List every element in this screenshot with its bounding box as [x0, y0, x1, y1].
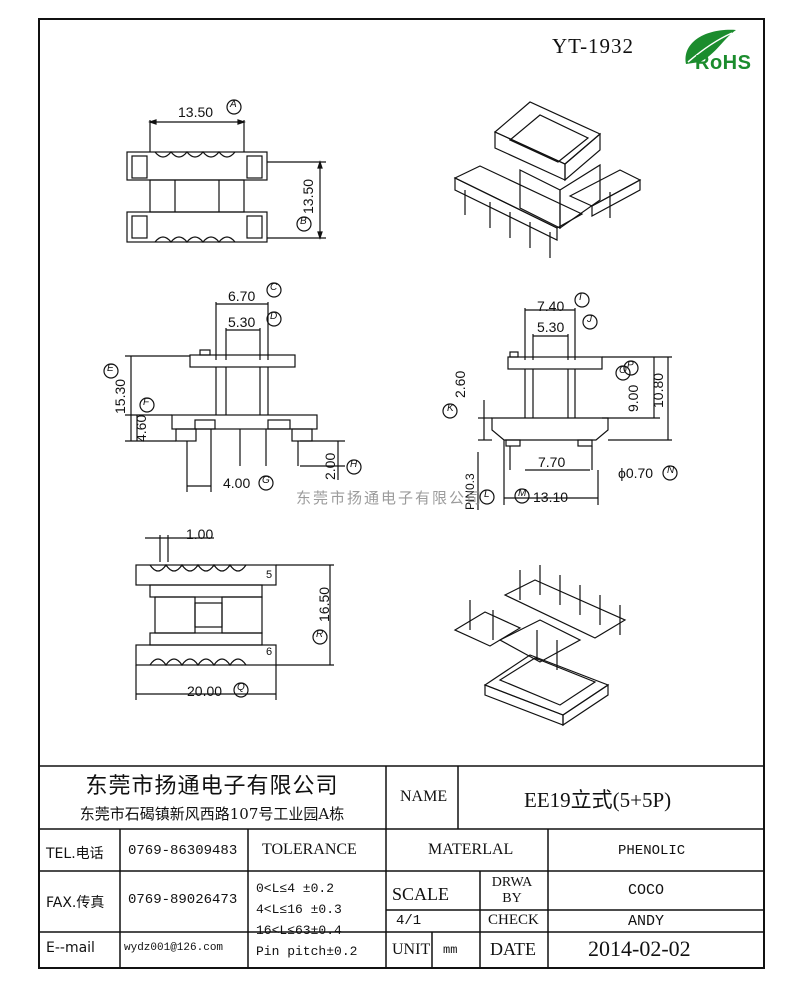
- check-label: CHECK: [488, 912, 539, 928]
- dim-r: 16.50: [316, 586, 332, 622]
- dim-7-70: 7.70: [538, 454, 566, 470]
- tag-k: K: [447, 403, 454, 414]
- tolerance-row-2: 4<L≤16 ±0.3: [256, 902, 342, 917]
- unit-label: UNIT: [392, 941, 431, 958]
- fax-label: FAX.传真: [46, 895, 105, 911]
- company-address: 东莞市石碣镇新风西路107号工业园A栋: [79, 805, 345, 823]
- tag-e: E: [107, 363, 114, 374]
- tag-m: M: [518, 488, 527, 499]
- dim-a: 13.50: [178, 104, 214, 120]
- rohs-leaf-icon: [685, 29, 736, 64]
- dim-d: 5.30: [228, 314, 256, 330]
- tag-r: R: [316, 629, 324, 640]
- company-name: 东莞市扬通电子有限公司: [85, 774, 339, 799]
- drawing-frame: [38, 18, 765, 969]
- dim-q: 20.00: [187, 683, 223, 699]
- title-block-grid: [38, 765, 765, 969]
- tolerance-row-3: 16<L≤63±0.4: [256, 923, 342, 938]
- email-label: E--mail: [46, 940, 95, 956]
- tag-l: L: [484, 489, 490, 500]
- watermark: 东莞市扬通电子有限公司: [296, 489, 484, 507]
- name-label: NAME: [400, 788, 448, 805]
- date-label: DATE: [490, 939, 536, 959]
- tag-a: A: [230, 99, 237, 110]
- dim-pitch: 1.00: [186, 526, 214, 542]
- tag-o: O: [619, 365, 627, 376]
- tag-j: J: [587, 314, 592, 325]
- drawn-by-value: COCO: [628, 882, 665, 899]
- tag-h: H: [350, 459, 358, 470]
- name-value: EE19立式(5+5P): [524, 788, 672, 812]
- dim-n: ϕ0.70: [618, 465, 654, 481]
- scale-label: SCALE: [392, 884, 450, 904]
- dim-i: 7.40: [537, 298, 565, 314]
- tel-value: 0769-86309483: [128, 843, 238, 859]
- side-view-outline: [442, 292, 678, 510]
- drawn-by-label: DRWA BY: [491, 875, 533, 906]
- material-label: MATERLAL: [428, 841, 514, 858]
- check-value: ANDY: [628, 913, 665, 930]
- date-value: 2014-02-02: [588, 936, 691, 961]
- tag-p: P: [627, 360, 634, 371]
- bottom-view-outline: [135, 535, 334, 700]
- dim-g: 4.00: [223, 475, 251, 491]
- front-view-outline: [103, 282, 362, 492]
- dim-k: 2.60: [452, 370, 468, 398]
- rohs-label: RoHS: [695, 52, 752, 74]
- tolerance-row-1: 0<L≤4 ±0.2: [256, 881, 335, 896]
- dim-m: 13.10: [533, 489, 569, 505]
- material-value: PHENOLIC: [618, 843, 686, 859]
- dim-f: 4.60: [133, 414, 149, 442]
- dim-b: 13.50: [300, 178, 316, 214]
- pin-number-6: 6: [266, 646, 273, 658]
- fax-value: 0769-89026473: [128, 892, 238, 908]
- top-view-outline: [126, 99, 326, 243]
- isometric-view-top: [453, 101, 642, 258]
- tag-q: Q: [237, 682, 245, 693]
- dim-e: 15.30: [112, 378, 128, 414]
- tag-c: C: [270, 282, 278, 293]
- tel-label: TEL.电话: [46, 846, 104, 862]
- dim-h: 2.00: [322, 452, 338, 480]
- pin-number-5: 5: [266, 569, 273, 581]
- tag-b: B: [300, 216, 307, 227]
- tolerance-label: TOLERANCE: [262, 841, 357, 858]
- tag-g: G: [262, 475, 270, 486]
- isometric-view-bottom: [453, 565, 627, 727]
- part-number: YT-1932: [552, 34, 635, 58]
- dim-p: 10.80: [650, 372, 666, 408]
- tag-n: N: [667, 465, 675, 476]
- tag-d: D: [270, 311, 278, 322]
- tag-f: F: [143, 397, 150, 408]
- tag-i: I: [579, 292, 582, 303]
- email-value: wydz001@126.com: [124, 942, 224, 954]
- scale-value: 4/1: [396, 913, 422, 929]
- unit-value: mm: [443, 943, 458, 957]
- dim-c: 6.70: [228, 288, 256, 304]
- dim-o: 9.00: [625, 384, 641, 412]
- dim-j: 5.30: [537, 319, 565, 335]
- tolerance-row-4: Pin pitch±0.2: [256, 944, 358, 959]
